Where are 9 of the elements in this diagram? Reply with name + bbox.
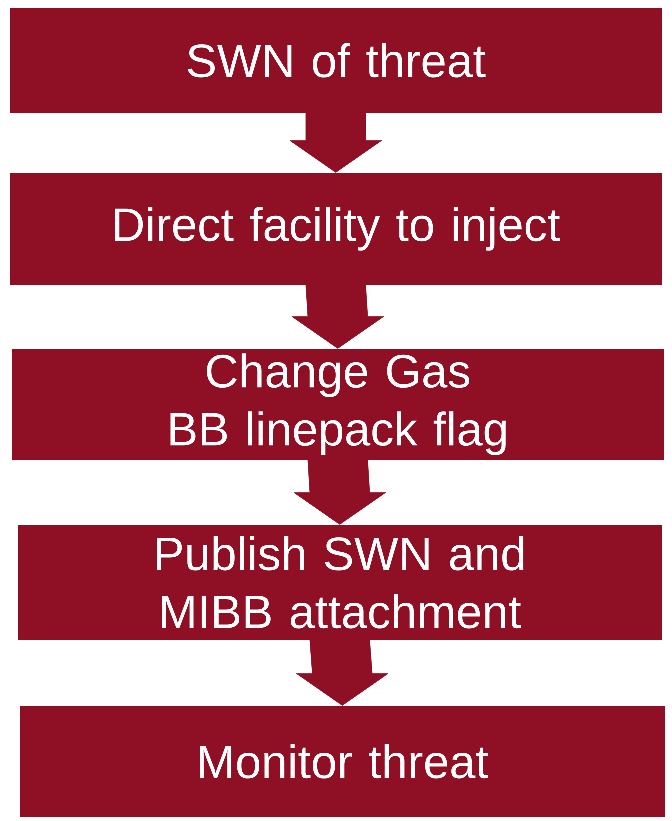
process-box: Monitor threat — [20, 706, 665, 817]
arrow — [290, 113, 382, 173]
process-box: SWN of threat — [10, 8, 662, 113]
arrow — [296, 640, 389, 706]
process-box: Change Gas BB linepack flag — [12, 349, 664, 460]
process-box: Direct facility to inject — [10, 173, 662, 285]
arrow — [292, 285, 384, 349]
process-box: Publish SWN and MIBB attachment — [18, 525, 662, 640]
arrow — [294, 460, 386, 525]
